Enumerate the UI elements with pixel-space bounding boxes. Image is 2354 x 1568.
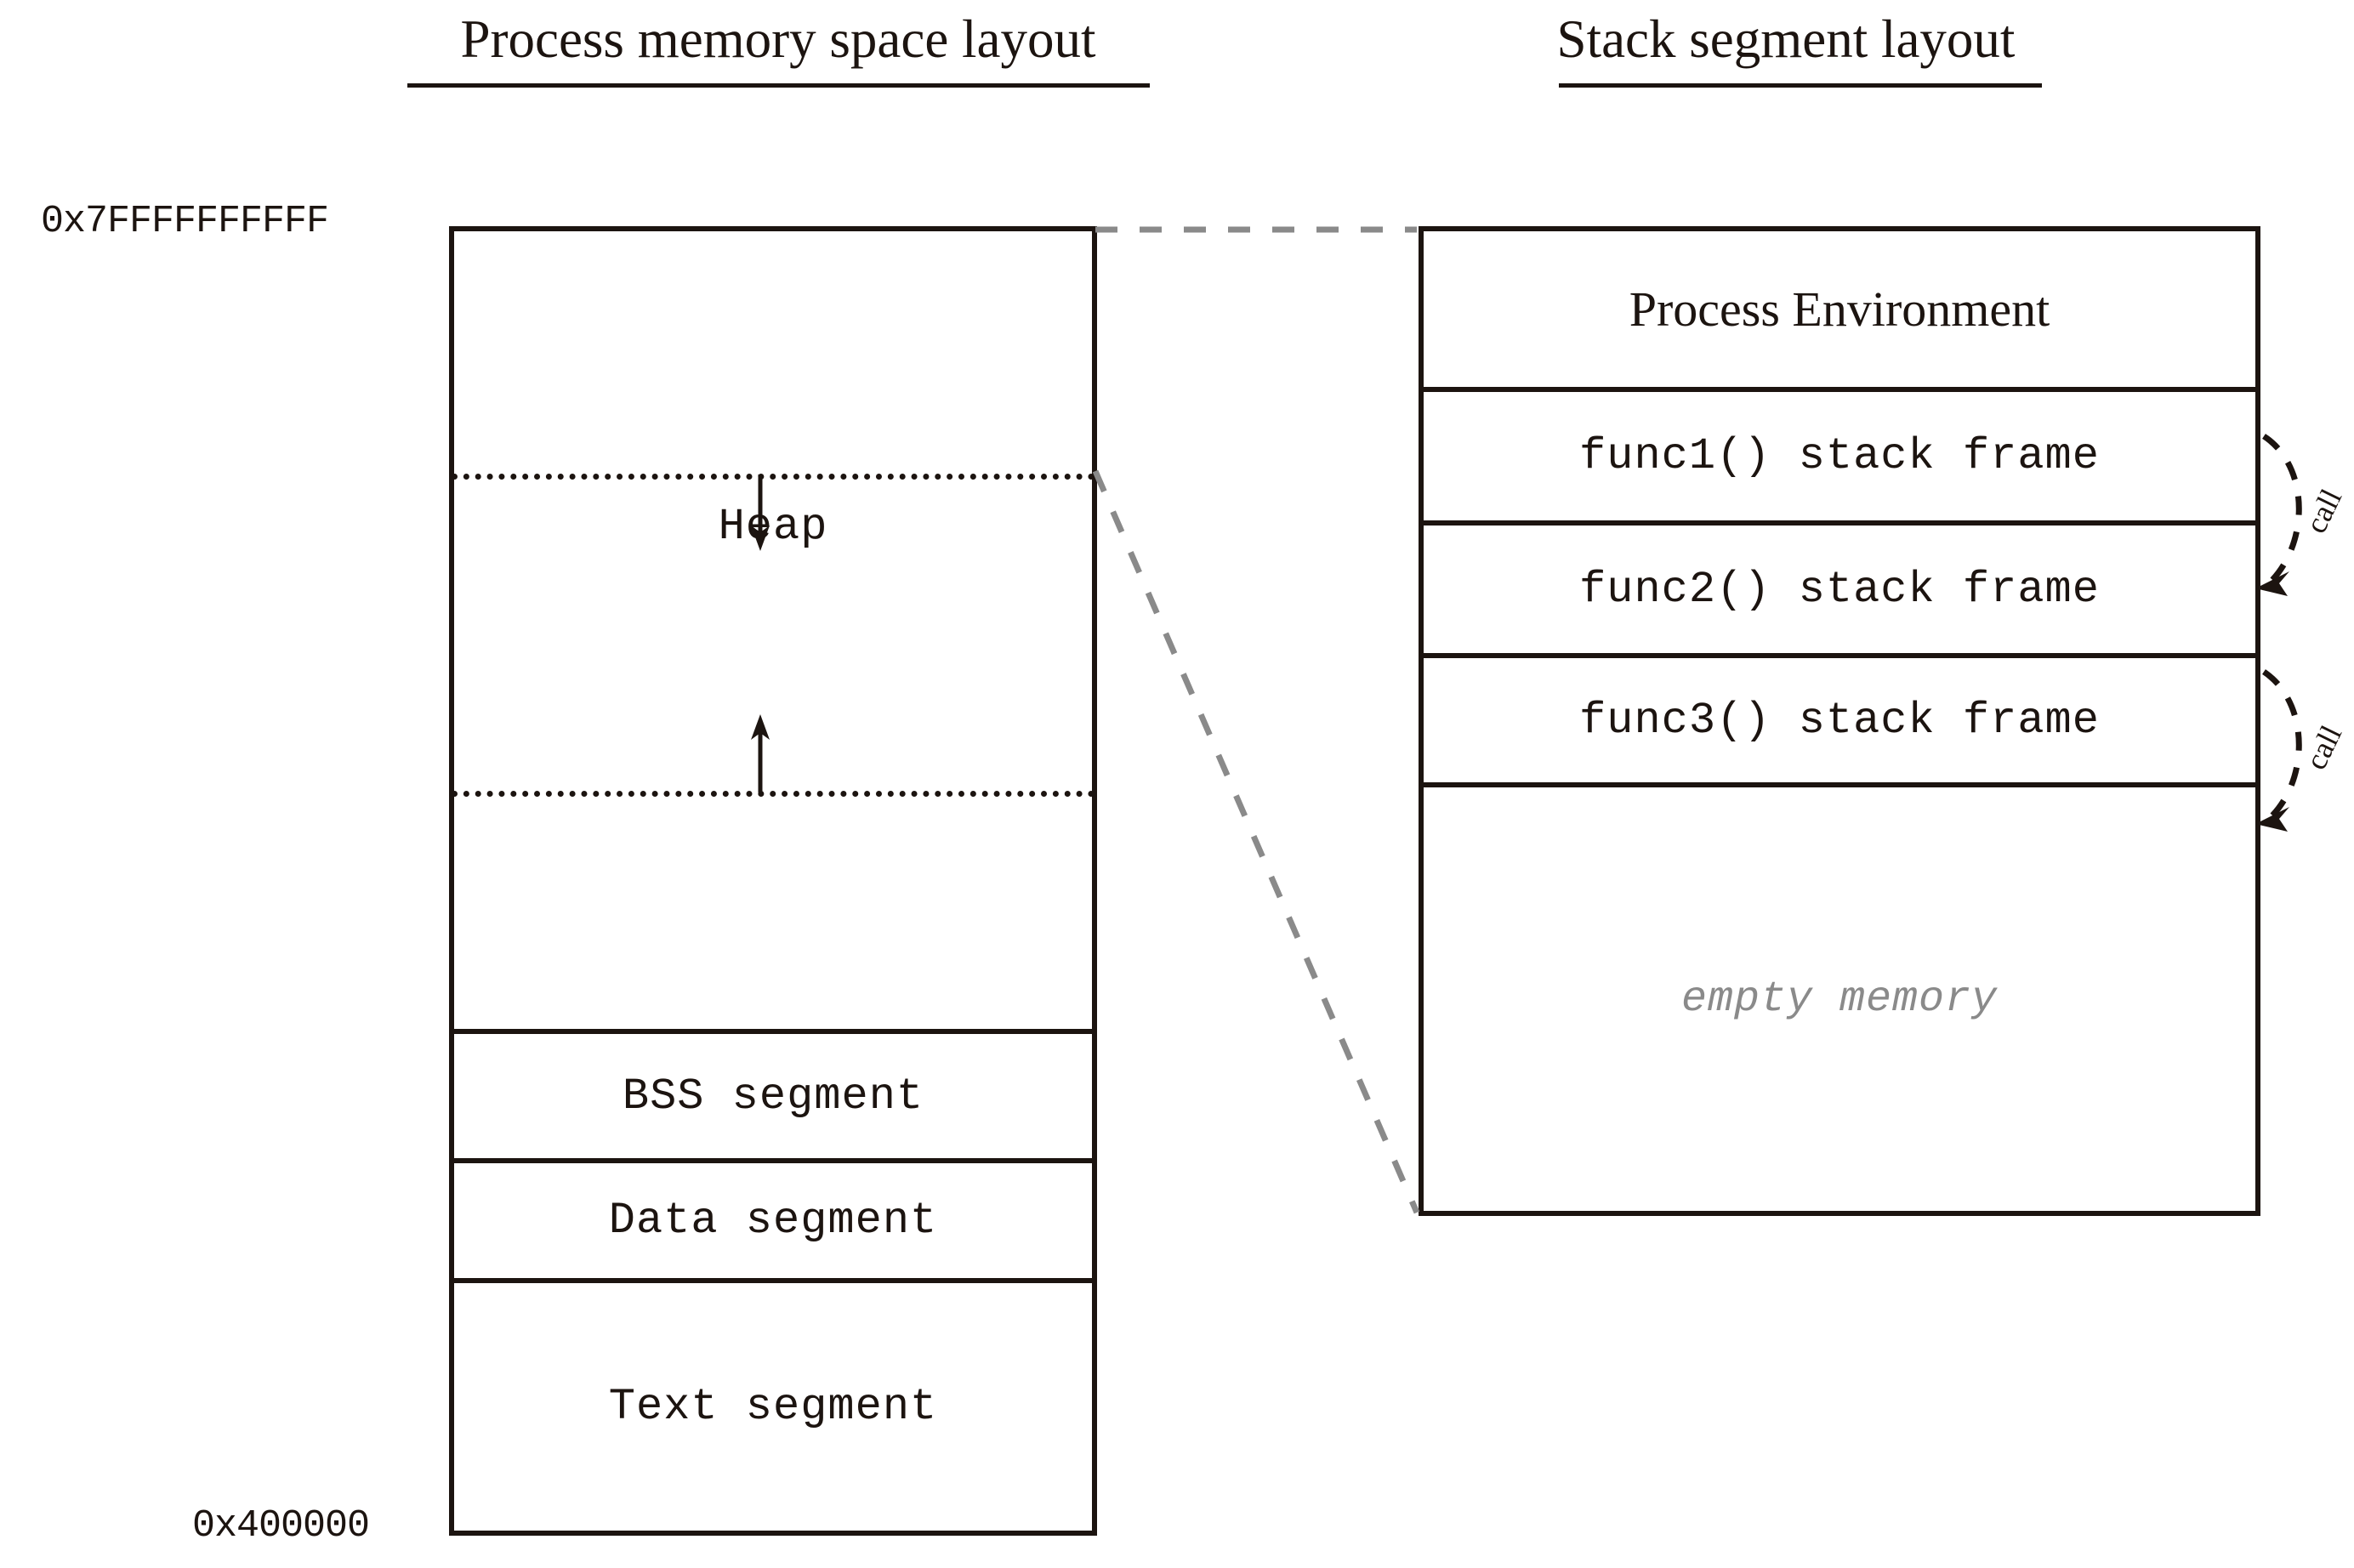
segment-text: Text segment bbox=[454, 1283, 1092, 1531]
heap-boundary-dotted-line bbox=[452, 791, 1095, 797]
stack-row-process-environment: Process Environment bbox=[1424, 231, 2255, 387]
segment-stack: Stack bbox=[454, 231, 1092, 1034]
divider-func3-empty bbox=[1424, 782, 2255, 787]
stack-segment-frame: Process Environment func1() stack frame … bbox=[1419, 226, 2260, 1216]
divider-env-func1 bbox=[1424, 387, 2255, 392]
divider-heap-bss bbox=[454, 1029, 1092, 1034]
call-arrow-1-head bbox=[2255, 571, 2289, 596]
divider-func2-func3 bbox=[1424, 653, 2255, 658]
segment-data: Data segment bbox=[454, 1163, 1092, 1278]
call-arrow-2 bbox=[2261, 669, 2302, 821]
left-panel-title-text: Process memory space layout bbox=[460, 9, 1096, 69]
stack-row-empty-memory: empty memory bbox=[1424, 787, 2255, 1211]
stack-row-func3: func3() stack frame bbox=[1424, 658, 2255, 782]
right-panel-title-underline bbox=[1559, 83, 2042, 88]
right-panel-title-text: Stack segment layout bbox=[1556, 9, 2016, 69]
heap-grows-up-icon bbox=[743, 714, 777, 793]
call-arrow-2-head bbox=[2255, 807, 2289, 832]
stack-row-func1-label: func1() stack frame bbox=[1579, 431, 2100, 481]
stack-row-func1: func1() stack frame bbox=[1424, 392, 2255, 520]
segment-text-label: Text segment bbox=[608, 1382, 938, 1432]
address-label-bottom: 0x400000 bbox=[192, 1504, 370, 1548]
divider-bss-data bbox=[454, 1158, 1092, 1163]
stack-grows-down-icon bbox=[743, 474, 777, 551]
segment-bss: BSS segment bbox=[454, 1034, 1092, 1158]
stack-row-func2: func2() stack frame bbox=[1424, 526, 2255, 653]
call-arrow-1 bbox=[2262, 434, 2302, 586]
stack-row-empty-memory-label: empty memory bbox=[1680, 974, 1999, 1024]
left-panel-title-underline bbox=[407, 83, 1150, 88]
divider-func1-func2 bbox=[1424, 520, 2255, 526]
address-label-top: 0x7FFFFFFFFFF bbox=[41, 200, 329, 243]
stack-row-process-environment-label: Process Environment bbox=[1629, 281, 2050, 337]
divider-data-text bbox=[454, 1278, 1092, 1283]
stack-boundary-dotted-line bbox=[452, 474, 1095, 480]
right-panel-title: Stack segment layout bbox=[1505, 9, 2067, 71]
segment-data-label: Data segment bbox=[608, 1196, 938, 1246]
stack-row-func2-label: func2() stack frame bbox=[1579, 564, 2100, 615]
segment-bss-label: BSS segment bbox=[622, 1071, 924, 1122]
connector-diagonal-dashed bbox=[1092, 469, 1420, 1214]
stack-row-func3-label: func3() stack frame bbox=[1579, 695, 2100, 746]
call-label-1: call bbox=[2298, 483, 2349, 539]
segment-heap-label: Heap bbox=[718, 502, 828, 552]
left-panel-title: Process memory space layout bbox=[400, 9, 1157, 71]
call-label-2: call bbox=[2298, 719, 2349, 775]
process-memory-frame: Stack Heap BSS segment bbox=[449, 226, 1097, 1536]
